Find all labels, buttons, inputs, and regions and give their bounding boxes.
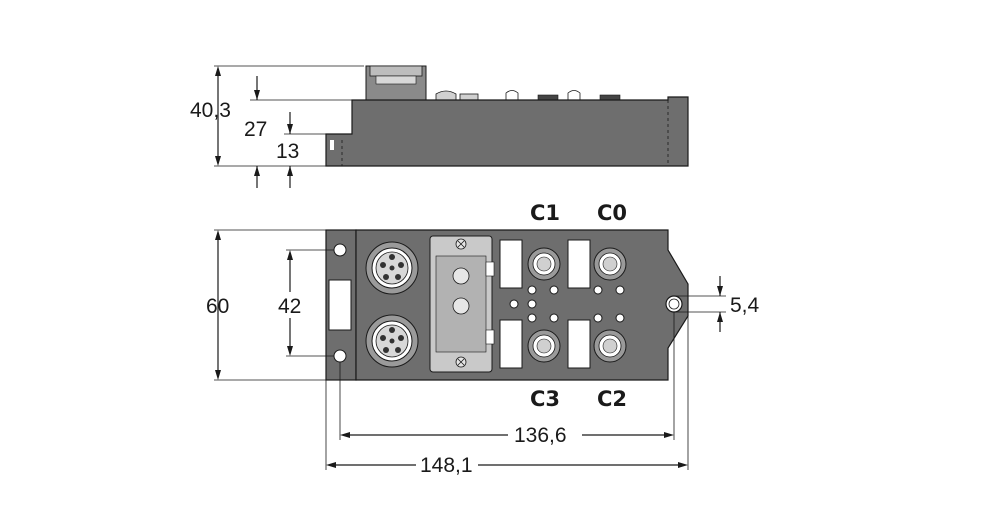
dim-hole-diameter: 5,4 (730, 294, 760, 317)
front-dimensions: 60 42 5,4 136,6 148,1 (206, 229, 760, 477)
rotary-switch-lower (452, 297, 470, 315)
side-dimensions: 40,3 27 13 (190, 65, 364, 188)
label-window-c3 (499, 319, 523, 369)
dim-hole-spacing-horizontal: 136,6 (514, 424, 567, 447)
port-label-c0: C0 (597, 201, 627, 225)
fieldbus-connector-in (365, 241, 419, 295)
dim-overall-length: 148,1 (420, 454, 473, 477)
switch-cover (429, 235, 495, 373)
side-latch-left (505, 90, 519, 100)
label-window-c2 (567, 319, 591, 369)
label-window-c0 (567, 239, 591, 289)
dim-side-total: 40,3 (190, 99, 231, 122)
port-connector-c3 (527, 329, 561, 363)
dim-front-height: 60 (206, 295, 229, 318)
side-screw (435, 90, 457, 101)
side-view (325, 65, 689, 167)
cover-screw-top (455, 238, 467, 250)
label-slot (328, 279, 352, 331)
label-window-c1 (499, 239, 523, 289)
port-label-c3: C3 (530, 387, 560, 411)
port-connector-c2 (593, 329, 627, 363)
side-housing (325, 96, 689, 167)
port-label-c2: C2 (597, 387, 627, 411)
side-latch-right (567, 90, 581, 100)
front-view (325, 229, 689, 381)
mounting-hole-bottom (333, 349, 347, 363)
status-leds (509, 285, 625, 323)
rotary-switch-upper (452, 267, 470, 285)
mounting-hole-top (333, 243, 347, 257)
port-connector-c0 (593, 247, 627, 281)
fieldbus-connector-out (365, 314, 419, 368)
dim-side-base: 13 (276, 140, 299, 163)
cover-screw-bottom (455, 356, 467, 368)
port-connector-c1 (527, 247, 561, 281)
dim-hole-spacing-vertical: 42 (278, 295, 301, 318)
dim-side-upper: 27 (244, 118, 267, 141)
port-label-c1: C1 (530, 201, 560, 225)
